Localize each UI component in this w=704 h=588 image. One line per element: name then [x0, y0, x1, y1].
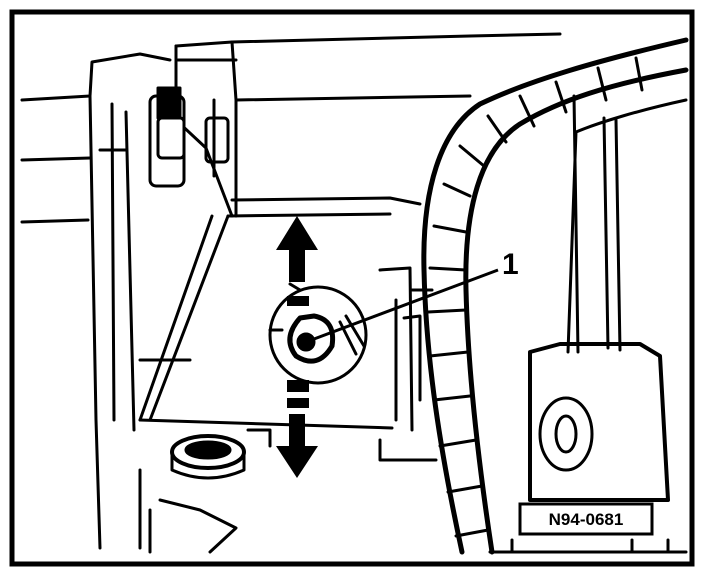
- upper-bracket: [148, 32, 562, 218]
- lower-component: [138, 434, 246, 554]
- callout-label-1: 1: [502, 248, 519, 281]
- fastener-screw: [268, 282, 368, 385]
- callout-leader: [305, 268, 499, 344]
- reference-code: N94-0681: [549, 510, 624, 529]
- ribbed-trim-panel: [421, 37, 689, 555]
- adjustment-arrow: [276, 216, 318, 478]
- left-housing: [20, 52, 192, 550]
- release-handle: [528, 94, 670, 502]
- reference-code-box: N94-0681: [518, 502, 654, 536]
- figure-frame: [9, 9, 695, 567]
- bottom-edge: [488, 538, 688, 554]
- mounting-plate: [138, 196, 438, 462]
